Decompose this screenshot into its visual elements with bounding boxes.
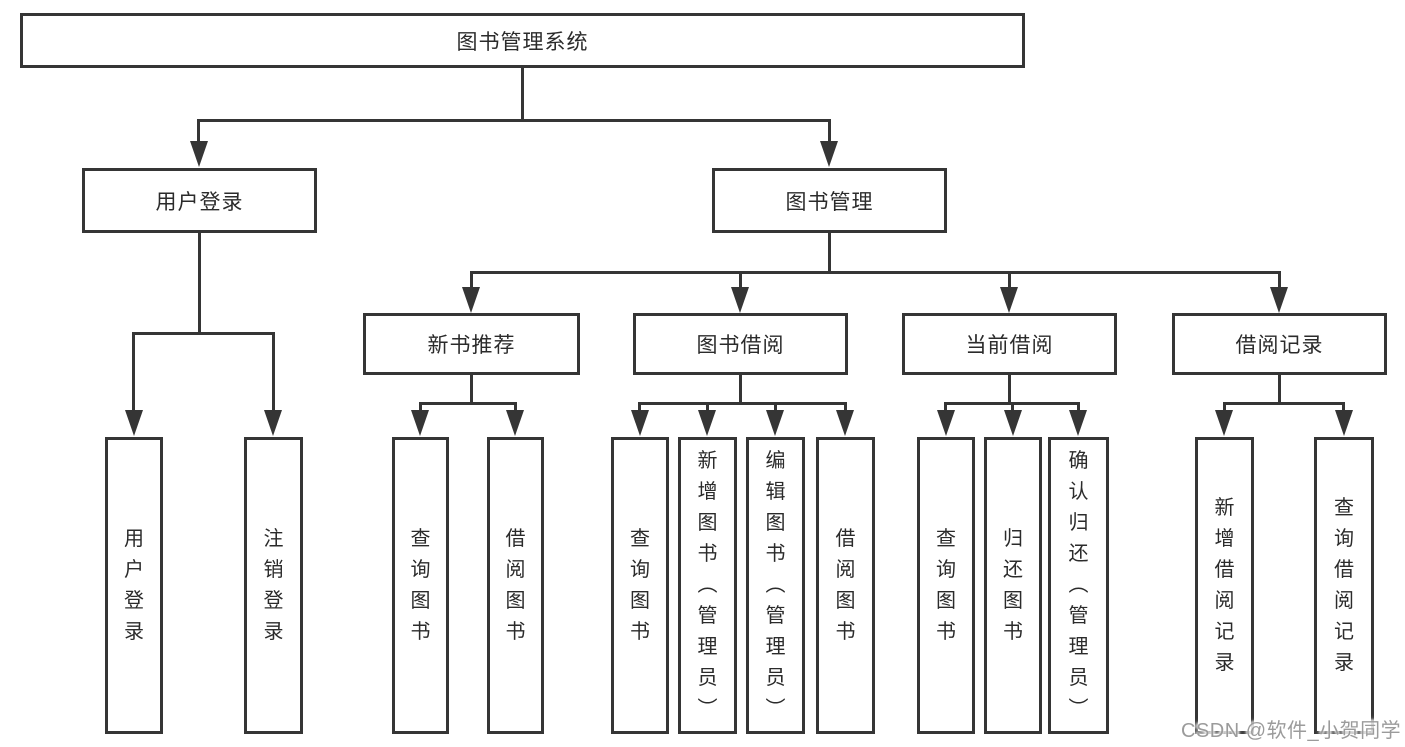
node-user-login: 用户登录 <box>82 168 317 233</box>
node-book-borrow-label: 图书借阅 <box>696 334 785 357</box>
edge-stem <box>1011 402 1014 412</box>
edge-records-rail <box>1223 402 1345 405</box>
arrow-down-icon <box>836 410 854 436</box>
arrow-down-icon <box>820 141 838 167</box>
leaf-logout-label: 注销登录 <box>263 527 284 643</box>
edge-root-stem-right <box>828 119 831 145</box>
leaf-return-book-label: 归还图书 <box>1003 527 1023 643</box>
edge-root-stem-left <box>197 119 200 145</box>
edge-stem <box>419 402 422 412</box>
node-borrow-records-label: 借阅记录 <box>1235 334 1324 357</box>
leaf-borrow-books: 借阅图书 <box>816 437 875 734</box>
leaf-add-borrow-record-label: 新增借阅记录 <box>1214 496 1235 674</box>
arrow-down-icon <box>264 410 282 436</box>
node-current-borrow: 当前借阅 <box>902 313 1117 375</box>
edge-mgmt-drop <box>828 233 831 274</box>
edge-stem <box>944 402 947 412</box>
edge-borrow-drop <box>739 375 742 405</box>
leaf-add-book-admin: 新增图书︵管理员︶ <box>678 437 737 734</box>
arrow-down-icon <box>1215 410 1233 436</box>
node-book-management: 图书管理 <box>712 168 947 233</box>
arrow-down-icon <box>190 141 208 167</box>
edge-borrow-rail <box>638 402 846 405</box>
leaf-query-books-recommend: 查询图书 <box>392 437 449 734</box>
leaf-add-book-admin-label: 新增图书︵管理员︶ <box>697 450 718 720</box>
edge-stem <box>514 402 517 412</box>
leaf-query-books-borrow: 查询图书 <box>611 437 669 734</box>
edge-stem <box>706 402 709 412</box>
edge-current-drop <box>1008 375 1011 405</box>
arrow-down-icon <box>125 410 143 436</box>
leaf-query-books-borrow-label: 查询图书 <box>630 527 650 643</box>
edge-mgmt-stem-4 <box>1278 271 1281 289</box>
edge-mgmt-rail <box>470 271 1281 274</box>
leaf-borrow-books-recommend-label: 借阅图书 <box>505 527 526 643</box>
node-new-book-recommend: 新书推荐 <box>363 313 580 375</box>
edge-stem <box>1223 402 1226 412</box>
leaf-confirm-return-admin-label: 确认归还︵管理员︶ <box>1068 450 1089 720</box>
node-book-borrow: 图书借阅 <box>633 313 848 375</box>
edge-recommend-rail <box>419 402 517 405</box>
edge-stem <box>1077 402 1080 412</box>
arrow-down-icon <box>1000 287 1018 313</box>
edge-stem <box>774 402 777 412</box>
leaf-query-books-recommend-label: 查询图书 <box>410 527 431 643</box>
leaf-add-borrow-record: 新增借阅记录 <box>1195 437 1254 734</box>
edge-login-stem-2 <box>272 332 275 411</box>
edge-login-rail <box>132 332 275 335</box>
leaf-confirm-return-admin: 确认归还︵管理员︶ <box>1048 437 1109 734</box>
node-current-borrow-label: 当前借阅 <box>965 334 1054 357</box>
leaf-query-books-current: 查询图书 <box>917 437 975 734</box>
arrow-down-icon <box>1004 410 1022 436</box>
edge-stem <box>1342 402 1345 412</box>
arrow-down-icon <box>731 287 749 313</box>
node-new-book-recommend-label: 新书推荐 <box>427 334 516 357</box>
arrow-down-icon <box>766 410 784 436</box>
arrow-down-icon <box>411 410 429 436</box>
edge-login-drop <box>198 233 201 334</box>
leaf-edit-book-admin: 编辑图书︵管理员︶ <box>746 437 805 734</box>
edge-mgmt-stem-2 <box>739 271 742 289</box>
leaf-borrow-books-label: 借阅图书 <box>835 527 856 643</box>
node-root: 图书管理系统 <box>20 13 1025 68</box>
leaf-query-books-current-label: 查询图书 <box>936 527 956 643</box>
leaf-return-book: 归还图书 <box>984 437 1042 734</box>
arrow-down-icon <box>937 410 955 436</box>
node-borrow-records: 借阅记录 <box>1172 313 1387 375</box>
edge-root-rail <box>197 119 831 122</box>
leaf-edit-book-admin-label: 编辑图书︵管理员︶ <box>765 450 786 720</box>
node-root-label: 图书管理系统 <box>456 30 589 54</box>
edge-stem <box>638 402 641 412</box>
edge-recommend-drop <box>470 375 473 405</box>
leaf-borrow-books-recommend: 借阅图书 <box>487 437 544 734</box>
edge-root-drop <box>521 68 524 121</box>
edge-mgmt-stem-1 <box>470 271 473 289</box>
arrow-down-icon <box>1270 287 1288 313</box>
arrow-down-icon <box>1335 410 1353 436</box>
edge-mgmt-stem-3 <box>1008 271 1011 289</box>
node-book-management-label: 图书管理 <box>785 190 874 214</box>
leaf-user-login: 用户登录 <box>105 437 163 734</box>
leaf-query-borrow-record: 查询借阅记录 <box>1314 437 1374 734</box>
arrow-down-icon <box>698 410 716 436</box>
leaf-query-borrow-record-label: 查询借阅记录 <box>1334 496 1354 674</box>
edge-stem <box>844 402 847 412</box>
arrow-down-icon <box>1069 410 1087 436</box>
csdn-watermark: CSDN @软件_小贺同学 <box>1181 720 1402 742</box>
leaf-logout: 注销登录 <box>244 437 303 734</box>
node-user-login-label: 用户登录 <box>155 190 244 214</box>
edge-records-drop <box>1278 375 1281 405</box>
arrow-down-icon <box>462 287 480 313</box>
edge-login-stem-1 <box>132 332 135 411</box>
leaf-user-login-label: 用户登录 <box>124 527 144 643</box>
arrow-down-icon <box>506 410 524 436</box>
arrow-down-icon <box>631 410 649 436</box>
